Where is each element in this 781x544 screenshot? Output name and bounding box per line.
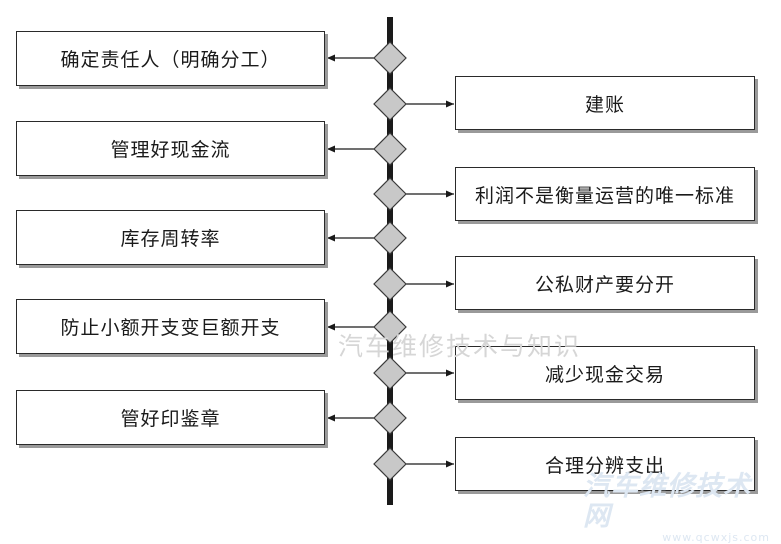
logo-text: 汽车维修技术网	[583, 471, 751, 532]
connector-arrow	[327, 323, 374, 331]
right-item-box: 利润不是衡量运营的唯一标准	[455, 167, 755, 221]
left-item-box: 确定责任人（明确分工）	[16, 31, 325, 86]
left-item-box: 防止小额开支变巨额开支	[16, 299, 325, 354]
diamond-node	[373, 267, 407, 301]
connector-arrow	[406, 190, 454, 198]
left-item-box: 管好印鉴章	[16, 390, 325, 445]
diamond-node	[373, 132, 407, 166]
connector-arrow	[406, 100, 454, 108]
right-item-label: 合理分辨支出	[544, 454, 665, 477]
logo-url: www.qcwxjs.com	[662, 531, 770, 544]
left-item-box: 管理好现金流	[16, 121, 325, 176]
connector-arrow	[327, 54, 374, 62]
left-item-label: 防止小额开支变巨额开支	[60, 317, 281, 339]
right-item-box: 合理分辨支出	[455, 437, 755, 491]
diamond-node	[373, 41, 407, 75]
watermark-text: 汽车维修技术与知识	[338, 332, 582, 361]
diamond-node	[373, 177, 407, 211]
connector-arrow	[327, 234, 374, 242]
left-item-label: 管好印鉴章	[120, 408, 221, 430]
left-item-label: 管理好现金流	[110, 139, 231, 161]
left-item-label: 库存周转率	[120, 228, 221, 250]
connector-arrow	[327, 145, 374, 153]
connector-arrow	[406, 369, 454, 377]
right-item-label: 建账	[584, 93, 625, 116]
connector-arrow	[327, 414, 374, 422]
diamond-node	[373, 87, 407, 121]
diamond-node	[373, 356, 407, 390]
diamond-node	[373, 401, 407, 435]
left-item-box: 库存周转率	[16, 210, 325, 265]
right-item-box: 建账	[455, 76, 755, 130]
left-item-label: 确定责任人（明确分工）	[60, 49, 281, 71]
flow-diagram-svg	[327, 17, 454, 505]
right-item-box: 公私财产要分开	[455, 256, 755, 310]
right-item-label: 减少现金交易	[544, 363, 665, 386]
diamond-node	[373, 221, 407, 255]
diamond-node	[373, 310, 407, 344]
site-logo: 汽车维修技术网 www.qcwxjs.com	[583, 472, 778, 544]
right-item-box: 减少现金交易	[455, 346, 755, 400]
right-item-label: 利润不是衡量运营的唯一标准	[474, 184, 735, 207]
right-item-label: 公私财产要分开	[534, 273, 675, 296]
diamond-node	[373, 447, 407, 481]
connector-arrow	[406, 460, 454, 468]
connector-arrow	[406, 280, 454, 288]
